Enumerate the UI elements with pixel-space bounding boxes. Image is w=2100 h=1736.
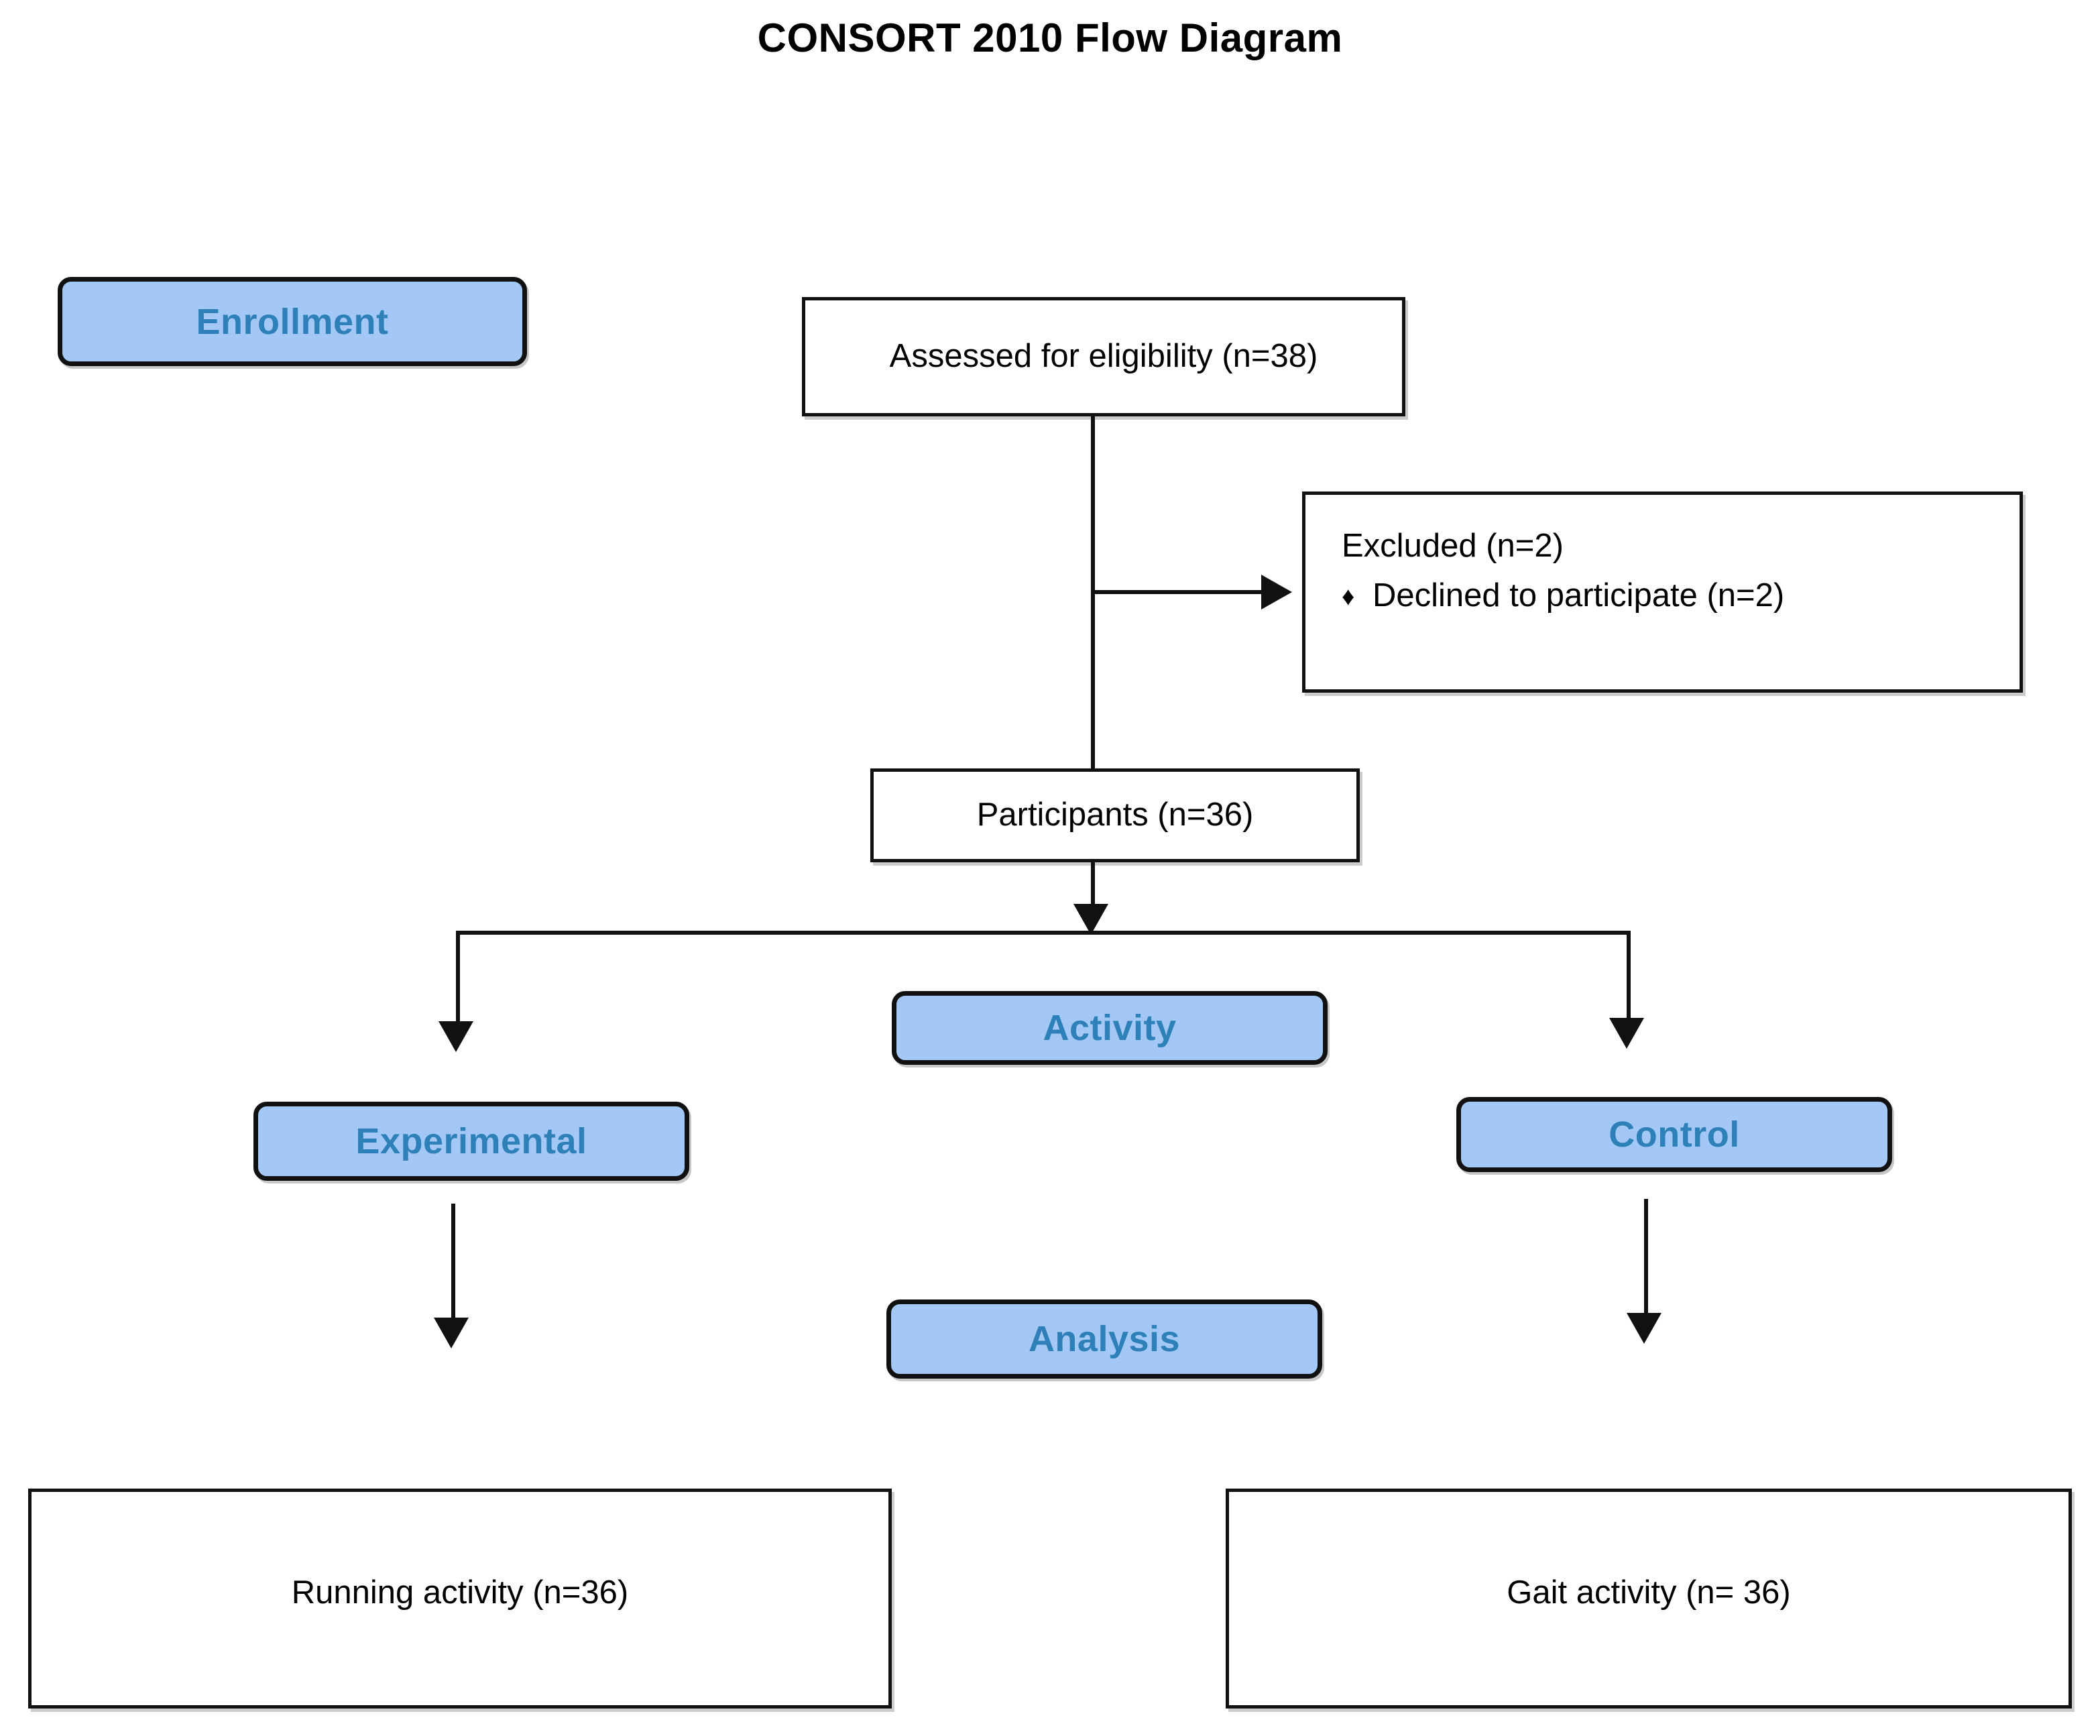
box-excluded-item-label: Declined to participate (n=2) bbox=[1373, 577, 1785, 614]
stage-badge-analysis[interactable]: Analysis bbox=[886, 1299, 1322, 1379]
diamond-bullet-icon: ♦ bbox=[1342, 583, 1355, 611]
connector-experimental-to-running bbox=[451, 1204, 455, 1324]
connector-split-right-down bbox=[1627, 931, 1631, 1025]
box-running-activity: Running activity (n=36) bbox=[28, 1489, 892, 1709]
box-gait-activity-label: Gait activity (n= 36) bbox=[1507, 1574, 1791, 1611]
box-excluded-item: ♦ Declined to participate (n=2) bbox=[1342, 577, 1784, 614]
box-assessed-label: Assessed for eligibility (n=38) bbox=[889, 338, 1318, 374]
stage-badge-enrollment[interactable]: Enrollment bbox=[58, 277, 527, 366]
stage-badge-activity-label: Activity bbox=[1043, 1008, 1177, 1048]
box-running-activity-label: Running activity (n=36) bbox=[291, 1574, 629, 1611]
arrow-down-icon-to-gait bbox=[1627, 1313, 1661, 1344]
connector-split-bar bbox=[456, 931, 1631, 935]
stage-badge-control[interactable]: Control bbox=[1456, 1097, 1892, 1172]
page-title: CONSORT 2010 Flow Diagram bbox=[757, 15, 1343, 60]
box-excluded-header: Excluded (n=2) bbox=[1342, 528, 1564, 564]
box-participants-label: Participants (n=36) bbox=[976, 797, 1254, 833]
box-excluded: Excluded (n=2) ♦ Declined to participate … bbox=[1302, 491, 2023, 693]
stage-badge-experimental[interactable]: Experimental bbox=[253, 1102, 689, 1181]
arrow-down-icon-to-running bbox=[434, 1318, 469, 1348]
arrow-right-icon-to-excluded bbox=[1261, 575, 1292, 610]
stage-badge-activity[interactable]: Activity bbox=[892, 991, 1328, 1065]
connector-control-to-gait bbox=[1644, 1199, 1648, 1320]
box-gait-activity: Gait activity (n= 36) bbox=[1226, 1489, 2072, 1709]
box-assessed-for-eligibility: Assessed for eligibility (n=38) bbox=[802, 297, 1405, 416]
arrow-down-icon-to-experimental bbox=[439, 1021, 473, 1052]
arrow-down-icon-participants-split bbox=[1073, 904, 1108, 935]
arrow-down-icon-to-control bbox=[1609, 1018, 1644, 1049]
connector-split-left-down bbox=[456, 931, 460, 1028]
connector-assessed-to-excluded-line bbox=[1091, 590, 1265, 594]
stage-badge-enrollment-label: Enrollment bbox=[196, 301, 389, 342]
box-participants: Participants (n=36) bbox=[870, 768, 1360, 862]
connector-participants-down bbox=[1091, 862, 1095, 911]
stage-badge-experimental-label: Experimental bbox=[355, 1121, 587, 1161]
stage-badge-control-label: Control bbox=[1609, 1114, 1740, 1155]
stage-badge-analysis-label: Analysis bbox=[1028, 1319, 1181, 1359]
